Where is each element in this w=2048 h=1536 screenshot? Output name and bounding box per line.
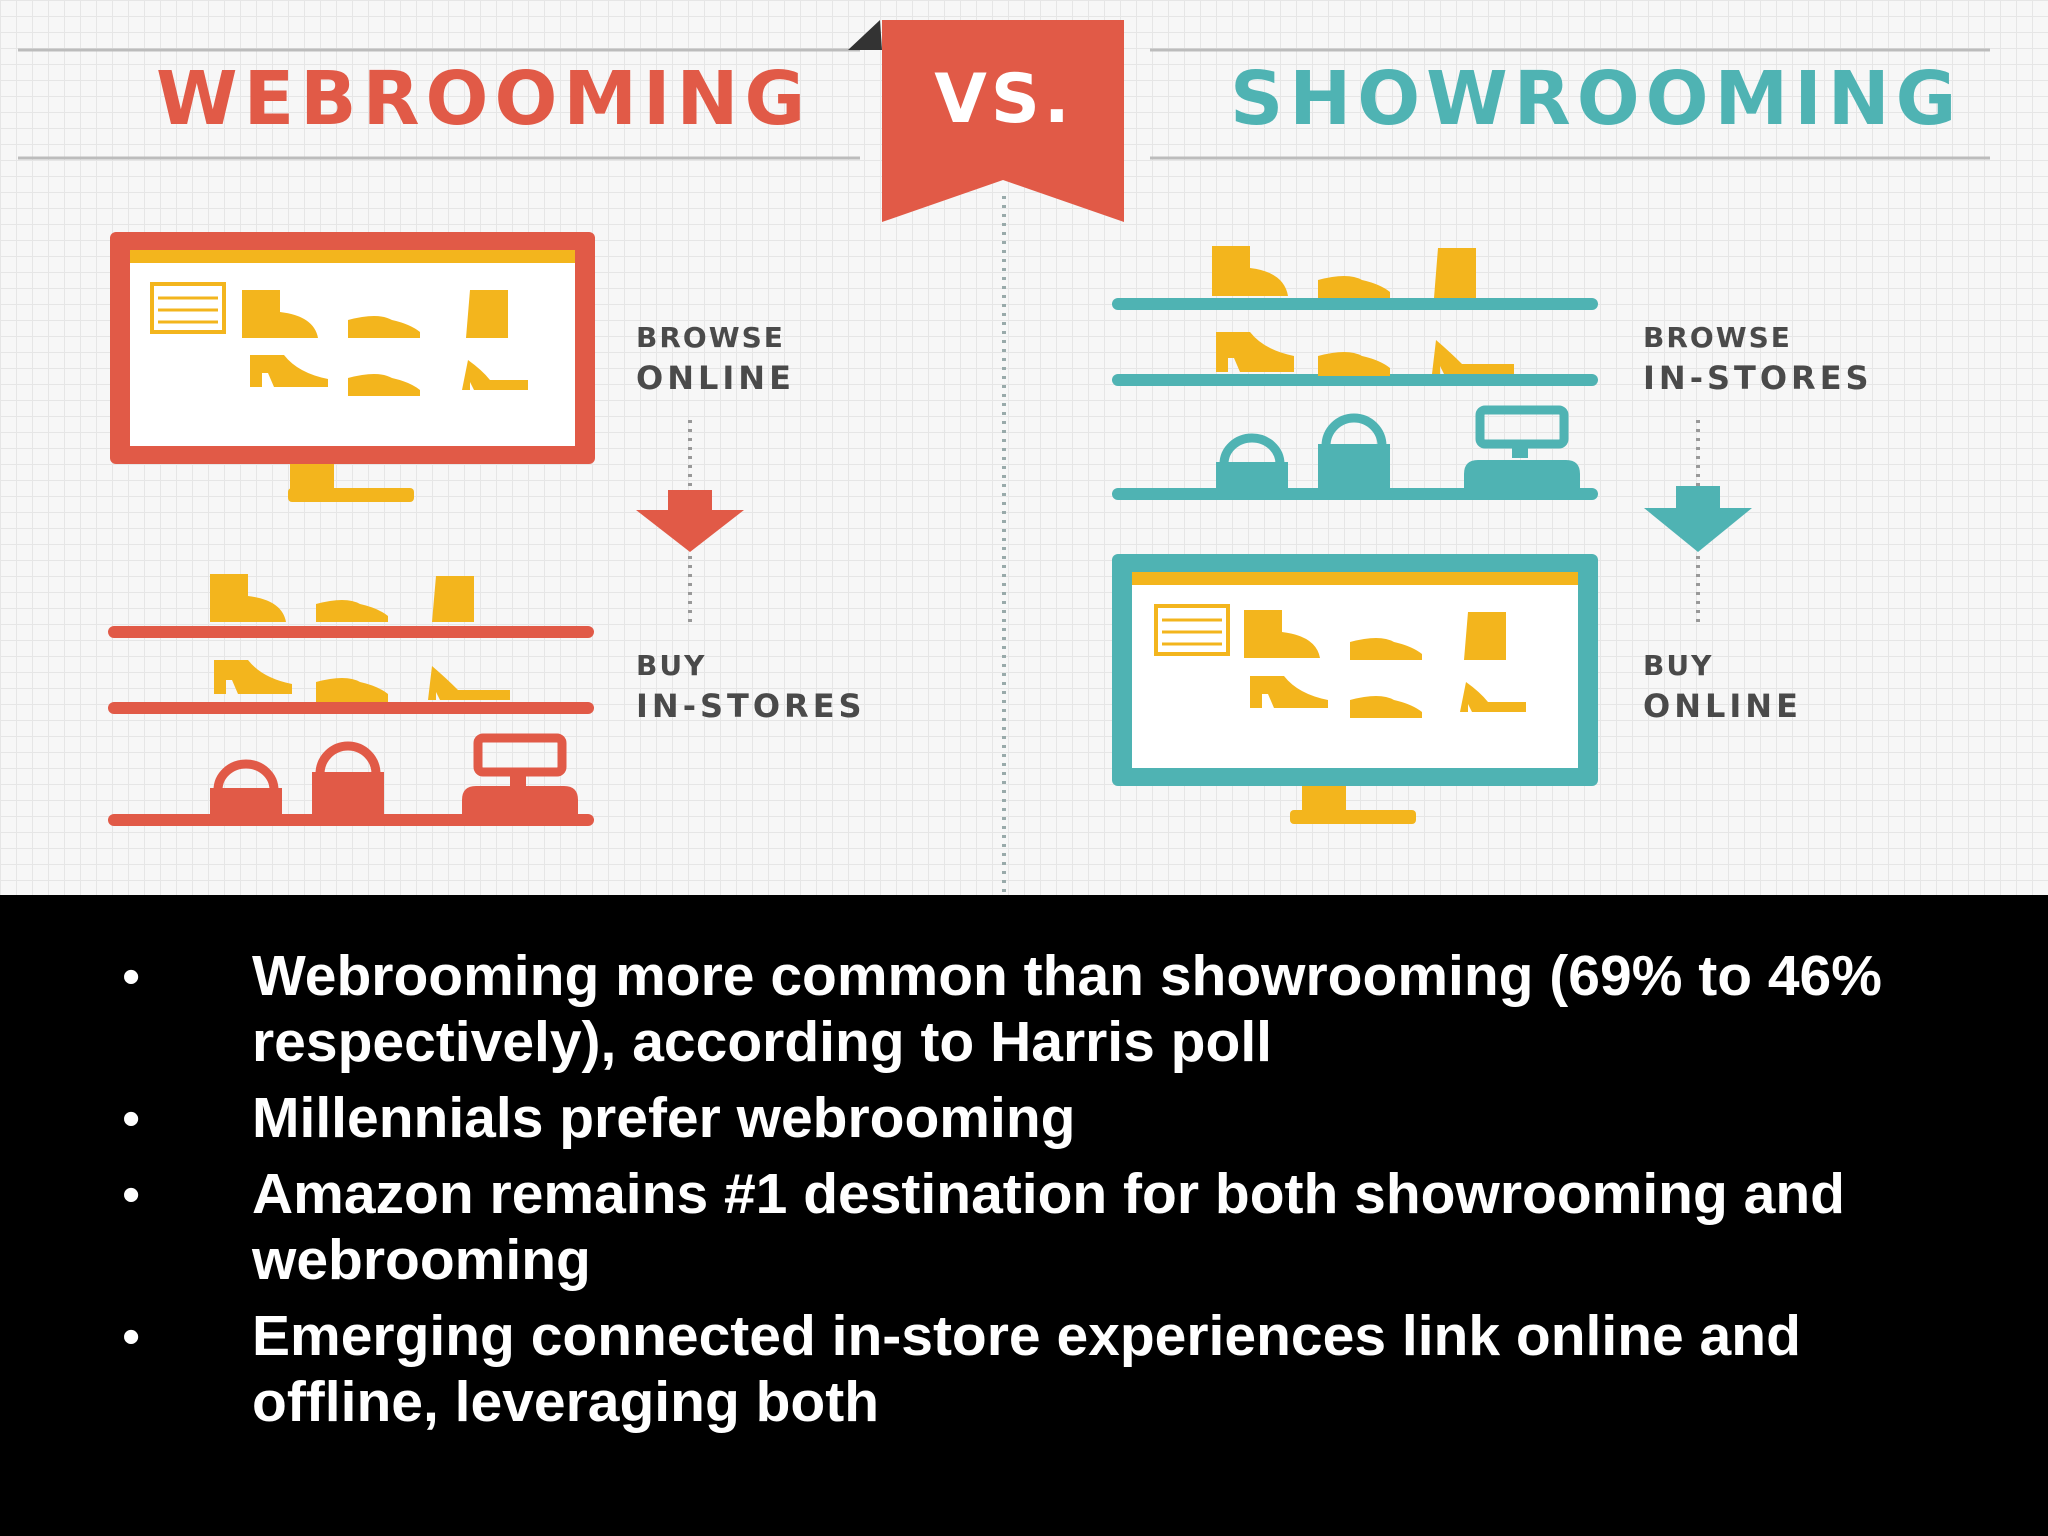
webrooming-title: WEBROOMING: [156, 56, 812, 142]
bullet-list: • Webrooming more common than showroomin…: [0, 943, 2048, 1445]
bullet-text: Emerging connected in-store experiences …: [252, 1304, 1801, 1434]
showrooming-step-buy-verb: BUY: [1643, 649, 1714, 682]
webrooming-arrow: [636, 420, 744, 622]
bullet-text: Amazon remains #1 destination for both s…: [252, 1162, 1845, 1292]
showrooming-store-shelves: [1112, 246, 1598, 500]
bullet-item: • Emerging connected in-store experience…: [0, 1303, 2048, 1435]
showrooming-step-browse-verb: BROWSE: [1643, 321, 1792, 354]
vs-label: VS.: [934, 60, 1074, 139]
webrooming-step-browse-channel: ONLINE: [636, 359, 795, 397]
bullet-text: Millennials prefer webrooming: [252, 1086, 1076, 1150]
showrooming-step-buy-channel: ONLINE: [1643, 687, 1802, 725]
bullet-marker: •: [122, 1308, 141, 1366]
webrooming-step-buy-verb: BUY: [636, 649, 707, 682]
bullet-marker: •: [122, 948, 141, 1006]
bullet-item: • Amazon remains #1 destination for both…: [0, 1161, 2048, 1293]
showrooming-step-buy: BUY ONLINE: [1643, 649, 1802, 725]
showrooming-title: SHOWROOMING: [1230, 56, 1963, 142]
webrooming-store-shelves: [108, 574, 594, 826]
webrooming-step-browse: BROWSE ONLINE: [636, 321, 795, 397]
webrooming-step-browse-verb: BROWSE: [636, 321, 785, 354]
showrooming-step-browse: BROWSE IN-STORES: [1643, 321, 1873, 397]
bullet-marker: •: [122, 1090, 141, 1148]
webrooming-vs-showrooming-infographic: WEBROOMING VS. SHOWROOMING BROWSE ONLINE…: [0, 0, 2048, 895]
bullet-text: Webrooming more common than showrooming …: [252, 944, 1882, 1074]
vs-ribbon: [848, 20, 1124, 222]
bullet-item: • Webrooming more common than showroomin…: [0, 943, 2048, 1075]
infographic-art: [18, 20, 1990, 895]
webrooming-step-buy-channel: IN-STORES: [636, 687, 866, 725]
showrooming-step-browse-channel: IN-STORES: [1643, 359, 1873, 397]
bullet-list-panel: • Webrooming more common than showroomin…: [0, 895, 2048, 1536]
showrooming-monitor: [1112, 554, 1598, 824]
showrooming-arrow: [1644, 420, 1752, 622]
bullet-item: • Millennials prefer webrooming: [0, 1085, 2048, 1151]
webrooming-step-buy: BUY IN-STORES: [636, 649, 866, 725]
bullet-marker: •: [122, 1166, 141, 1224]
webrooming-monitor: [110, 232, 595, 502]
